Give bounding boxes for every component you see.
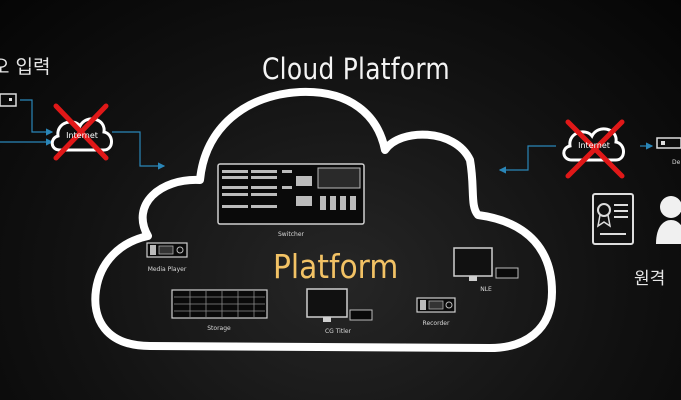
recorder-device-icon bbox=[416, 297, 456, 313]
right-connection-arrows bbox=[498, 142, 654, 174]
right-internet-label: Internet bbox=[578, 141, 610, 150]
switcher-device-icon bbox=[217, 163, 365, 225]
nle-device-icon bbox=[453, 247, 519, 281]
left-internet-cloud bbox=[50, 117, 113, 152]
media-player-label: Media Player bbox=[148, 266, 187, 273]
right-edge-device bbox=[656, 137, 681, 149]
right-cross-icon bbox=[565, 119, 625, 179]
remote-label: 원격 bbox=[634, 269, 666, 289]
left-input-device bbox=[0, 93, 17, 107]
left-internet-label: Internet bbox=[66, 131, 98, 140]
cg-titler-device-icon bbox=[306, 288, 373, 322]
right-edge-device-label: De bbox=[672, 159, 681, 166]
recorder-label: Recorder bbox=[423, 320, 450, 327]
platform-label: Platform bbox=[273, 247, 399, 286]
certificate-icon bbox=[592, 193, 634, 245]
right-internet-cloud bbox=[562, 127, 625, 162]
nle-label: NLE bbox=[480, 286, 492, 293]
storage-label: Storage bbox=[207, 325, 231, 332]
page-title: Cloud Platform bbox=[262, 52, 450, 86]
main-cloud-outline bbox=[91, 87, 556, 352]
left-cross-icon bbox=[53, 103, 109, 161]
user-icon bbox=[656, 196, 681, 244]
switcher-label: Switcher bbox=[278, 231, 305, 238]
left-input-label: 오 입력 bbox=[0, 56, 51, 78]
media-player-device-icon bbox=[146, 242, 188, 258]
cg-titler-label: CG Titler bbox=[325, 328, 352, 335]
storage-device-icon bbox=[171, 289, 268, 319]
left-connection-arrows bbox=[0, 99, 166, 170]
